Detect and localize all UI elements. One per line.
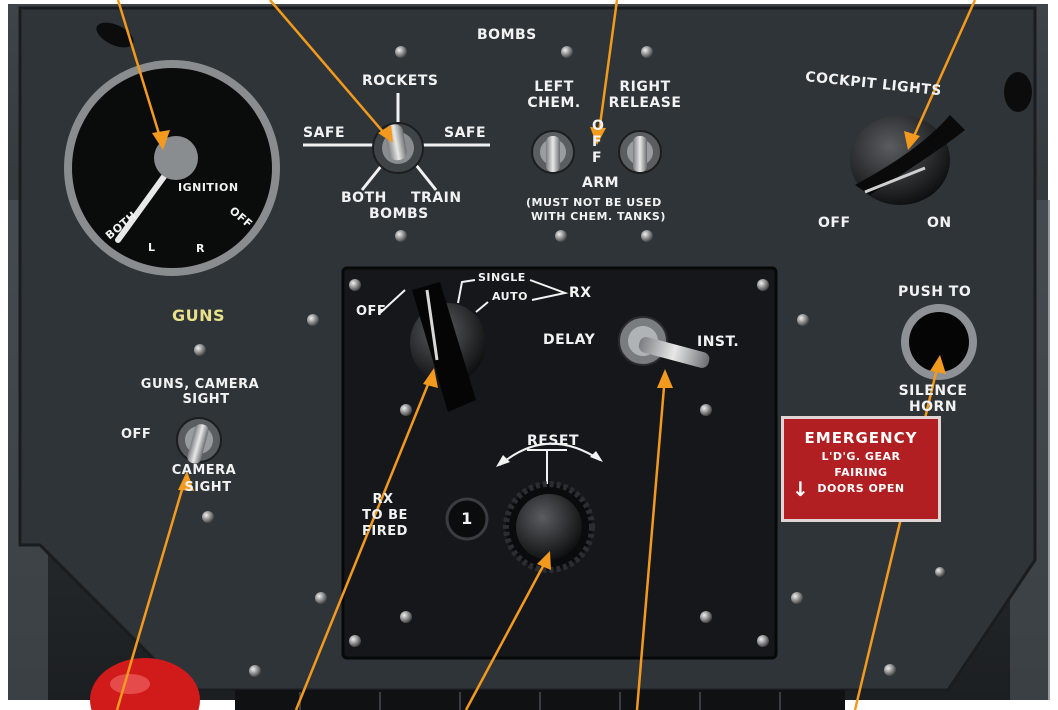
bombs-title: BOMBS	[477, 27, 537, 43]
guns-camera-toggle[interactable]	[176, 417, 222, 465]
rocket-control-panel	[341, 266, 778, 660]
selector-safe-left-label: SAFE	[303, 125, 346, 141]
rx-selector-knob[interactable]	[410, 282, 486, 412]
rx-auto-label: AUTO	[492, 290, 528, 303]
delay-label: DELAY	[543, 332, 596, 348]
cockpit-lights-off-label: OFF	[818, 215, 851, 231]
camera-sight-label-2: SIGHT	[184, 480, 232, 495]
horn-push-to-label: PUSH TO	[898, 284, 972, 300]
guns-heading: GUNS	[172, 306, 226, 325]
camera-sight-label-1: CAMERA	[171, 463, 237, 478]
right-release-label-2: RELEASE	[608, 95, 682, 111]
selector-rockets-label: ROCKETS	[362, 73, 439, 89]
silence-horn-button[interactable]	[901, 304, 977, 380]
placard-down-arrow-icon: ↓	[792, 477, 810, 501]
cockpit-lights-knob[interactable]	[850, 115, 965, 205]
ignition-label: IGNITION	[178, 181, 239, 194]
rx-counter-value: 1	[461, 509, 473, 528]
right-release-label-1: RIGHT	[619, 79, 671, 95]
left-chem-toggle[interactable]	[531, 130, 575, 174]
ignition-position-r: R	[196, 242, 205, 255]
rx-to-be-fired-label-1: RX	[372, 492, 394, 507]
guns-off-label: OFF	[121, 427, 152, 442]
cockpit-lights-on-label: ON	[927, 215, 952, 231]
rx-counter-window	[445, 497, 489, 541]
guns-camera-label-1: GUNS, CAMERA	[140, 377, 260, 392]
release-arm-label: ARM	[582, 175, 620, 191]
release-warning-line-2: WITH CHEM. TANKS)	[531, 210, 666, 223]
rx-single-label: SINGLE	[478, 271, 526, 284]
horn-horn-label: HORN	[908, 399, 958, 415]
reset-knob[interactable]	[496, 442, 603, 573]
placard-doors-text: DOORS OPEN	[817, 482, 905, 495]
callout-arrowheads	[152, 125, 946, 570]
guns-camera-label-2: SIGHT	[182, 392, 230, 407]
hinge-right	[1004, 72, 1032, 112]
ignition-gauge[interactable]	[64, 60, 280, 276]
rx-to-be-fired-label-3: FIRED	[362, 524, 408, 539]
rx-label: RX	[569, 285, 592, 301]
reset-label: RESET	[527, 433, 580, 449]
placard-fairing-text: FAIRING	[834, 466, 888, 479]
rivets	[194, 46, 945, 677]
left-chem-label-2: CHEM.	[527, 95, 581, 111]
rx-selector-lines	[379, 279, 569, 314]
placard-emergency-text: EMERGENCY	[804, 429, 918, 447]
placard-gear-text: L'D'G. GEAR	[821, 450, 901, 463]
selector-train-label: TRAIN	[411, 190, 462, 206]
selector-both-label: BOTH	[341, 190, 387, 206]
inst-label: INST.	[697, 334, 740, 350]
selector-bombs-label: BOMBS	[369, 206, 429, 222]
release-off-vertical-label: OFF	[592, 118, 605, 166]
horn-silence-label: SILENCE	[898, 383, 968, 399]
callout-lines	[115, 0, 977, 710]
release-warning-line-1: (MUST NOT BE USED	[526, 196, 662, 209]
left-chem-label-1: LEFT	[534, 79, 574, 95]
rx-off-label: OFF	[356, 304, 387, 319]
ignition-position-l: L	[148, 241, 156, 254]
emergency-placard: EMERGENCY L'D'G. GEAR FAIRING DOORS OPEN…	[781, 416, 941, 522]
delay-inst-toggle[interactable]	[618, 316, 711, 369]
bomb-rocket-selector-lines	[303, 93, 490, 191]
right-release-toggle[interactable]	[618, 130, 662, 174]
selector-safe-right-label: SAFE	[444, 125, 487, 141]
hinge-left	[96, 22, 134, 48]
ignition-knob[interactable]	[154, 136, 198, 180]
rx-to-be-fired-label-2: TO BE	[362, 508, 408, 523]
